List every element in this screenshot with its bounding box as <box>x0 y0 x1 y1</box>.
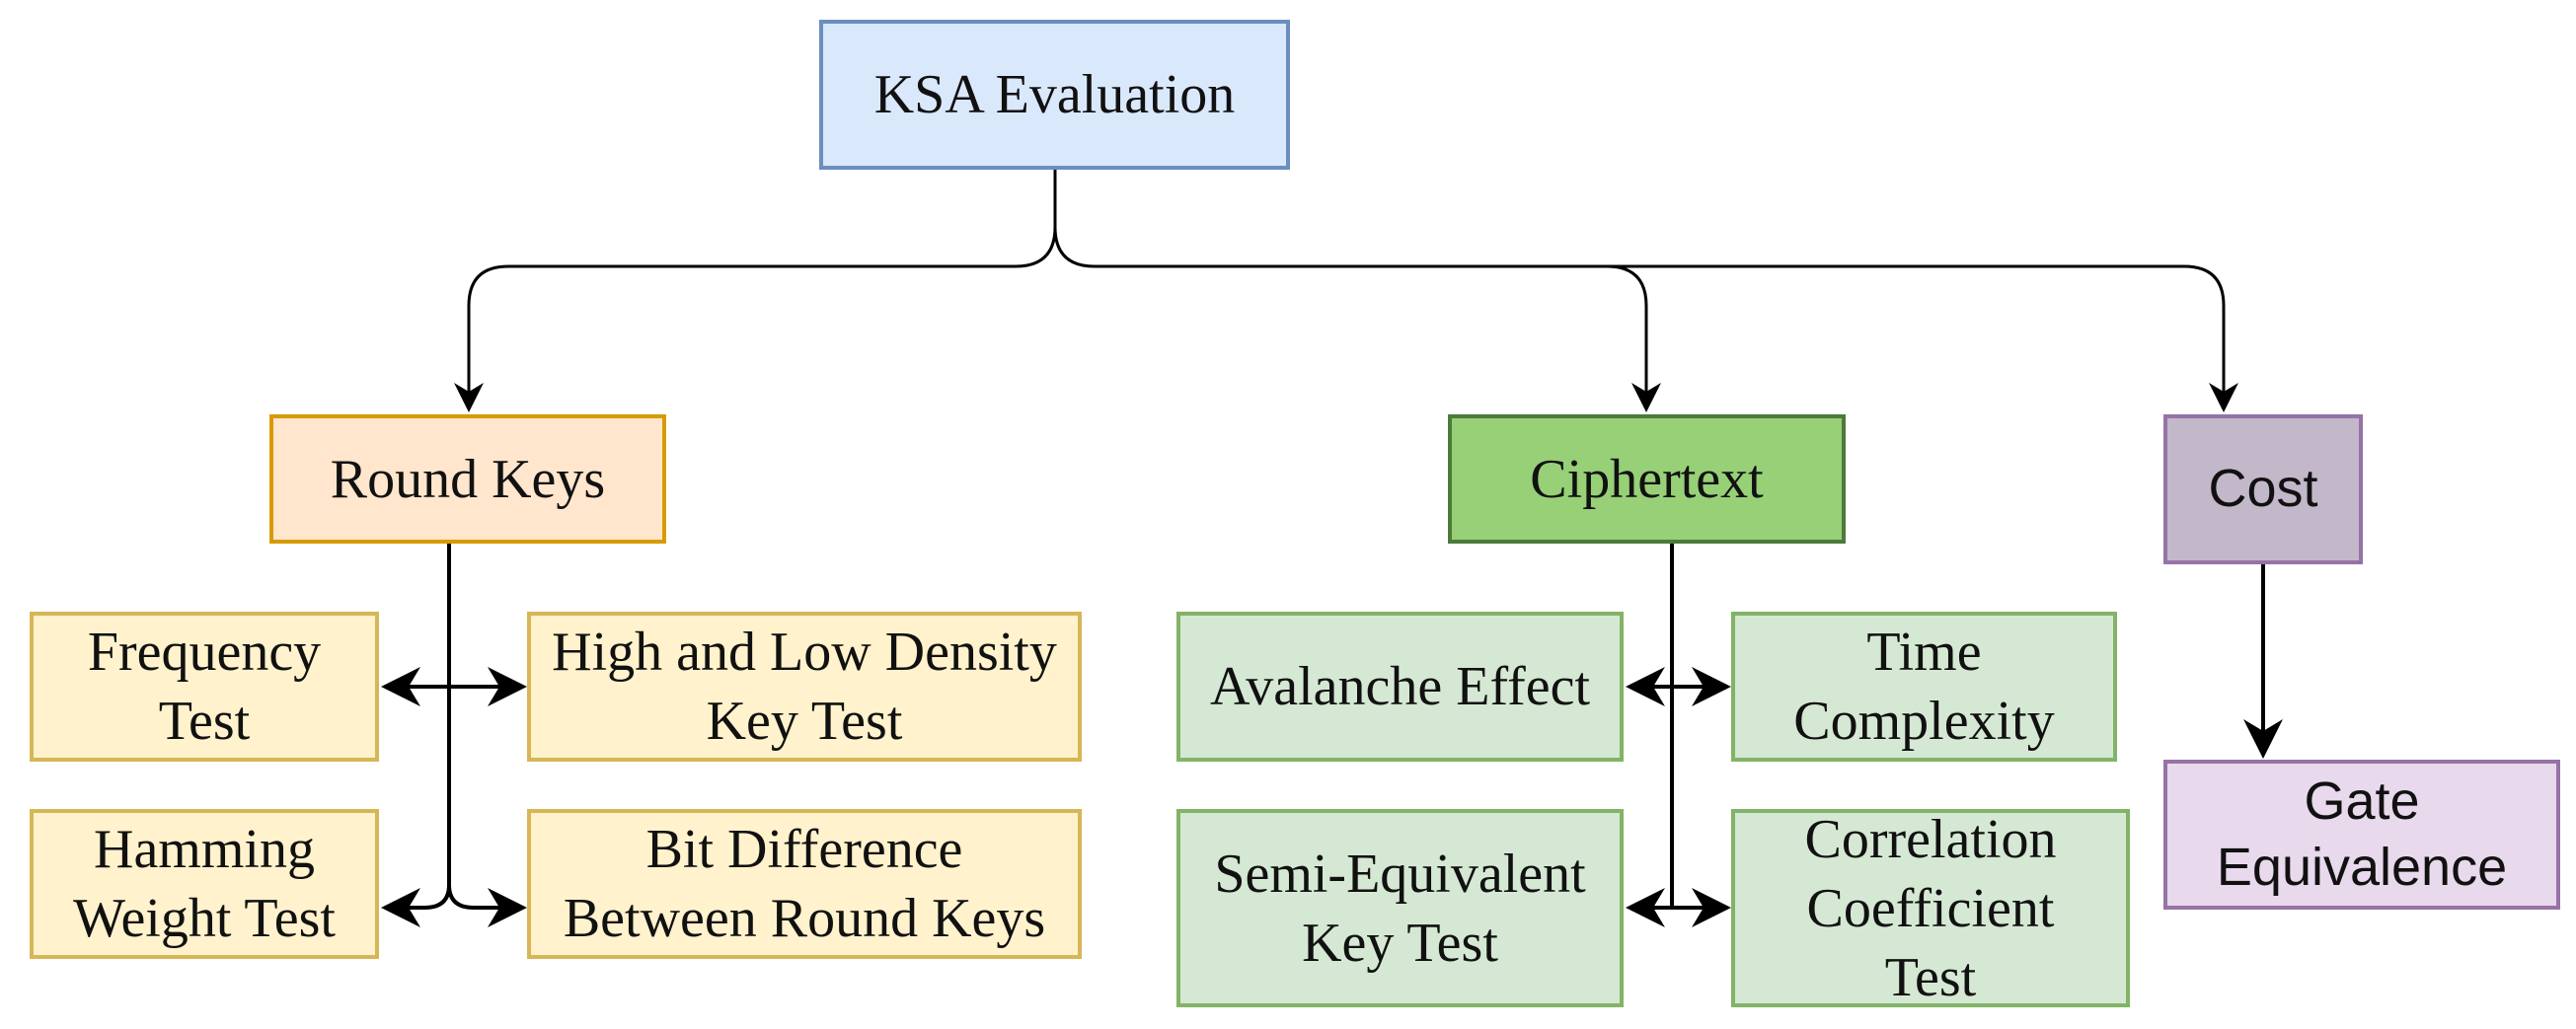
round-keys-connectors <box>381 544 527 927</box>
time-complexity-node: Time Complexity <box>1731 612 2117 762</box>
time-complexity-label: Time Complexity <box>1793 622 2055 752</box>
gate-equivalence-label: Gate Equivalence <box>2216 771 2508 898</box>
high-low-density-node: High and Low Density Key Test <box>527 612 1082 762</box>
connector-root-to-ciphertext <box>1053 226 1661 412</box>
connector-root-to-cost <box>1273 264 2238 412</box>
high-low-density-label: High and Low Density Key Test <box>552 622 1057 752</box>
correlation-coefficient-label: Correlation Coefficient Test <box>1804 808 2057 1008</box>
cost-label: Cost <box>2208 459 2318 519</box>
connector-to-bit-difference <box>447 884 527 927</box>
connector-to-hamming <box>381 884 451 927</box>
frequency-test-label: Frequency Test <box>87 622 322 752</box>
root-node-label: KSA Evaluation <box>873 64 1236 125</box>
connector-root-to-round-keys <box>454 170 1057 412</box>
avalanche-effect-label: Avalanche Effect <box>1209 656 1591 717</box>
ciphertext-connectors <box>1626 544 1731 927</box>
cost-node: Cost <box>2163 414 2363 564</box>
bit-difference-label: Bit Difference Between Round Keys <box>563 819 1046 949</box>
semi-equivalent-label: Semi-Equivalent Key Test <box>1214 843 1586 974</box>
correlation-coefficient-node: Correlation Coefficient Test <box>1731 809 2130 1008</box>
round-keys-label: Round Keys <box>330 448 606 510</box>
hamming-weight-node: Hamming Weight Test <box>30 809 379 959</box>
root-connectors <box>454 170 2238 412</box>
ciphertext-node: Ciphertext <box>1448 414 1846 544</box>
root-node: KSA Evaluation <box>819 20 1290 170</box>
bit-difference-node: Bit Difference Between Round Keys <box>527 809 1082 959</box>
ciphertext-label: Ciphertext <box>1530 448 1764 510</box>
gate-equivalence-node: Gate Equivalence <box>2163 760 2560 910</box>
semi-equivalent-node: Semi-Equivalent Key Test <box>1176 809 1624 1007</box>
round-keys-node: Round Keys <box>269 414 666 544</box>
frequency-test-node: Frequency Test <box>30 612 379 762</box>
avalanche-effect-node: Avalanche Effect <box>1176 612 1624 762</box>
hamming-weight-label: Hamming Weight Test <box>73 819 336 949</box>
